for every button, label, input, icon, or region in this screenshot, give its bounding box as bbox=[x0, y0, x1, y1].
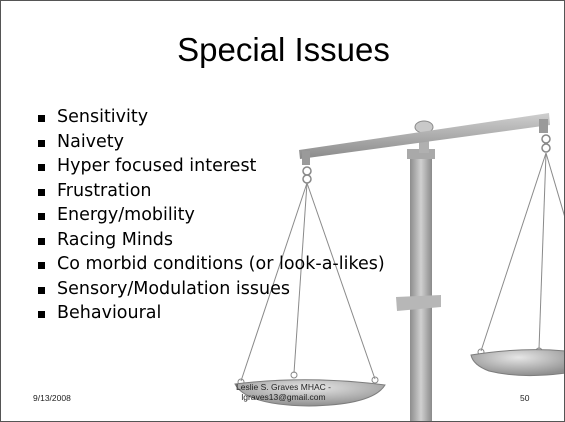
bullet-text: Sensory/Modulation issues bbox=[57, 278, 290, 299]
bullet-list: Sensitivity Naivety Hyper focused intere… bbox=[37, 105, 385, 326]
bullet-text: Naivety bbox=[57, 131, 125, 152]
bullet-text: Racing Minds bbox=[57, 229, 174, 250]
square-bullet-icon bbox=[38, 188, 45, 196]
footer-author-name: Leslie S. Graves MHAC - bbox=[236, 382, 331, 392]
bullet-text: Frustration bbox=[57, 180, 152, 201]
square-bullet-icon bbox=[38, 139, 45, 147]
bullet-item: Energy/mobility bbox=[37, 203, 385, 228]
bullet-item: Sensitivity bbox=[37, 105, 385, 130]
bullet-item: Frustration bbox=[37, 179, 385, 204]
square-bullet-icon bbox=[38, 311, 45, 318]
square-bullet-icon bbox=[38, 237, 45, 245]
square-bullet-icon bbox=[38, 115, 45, 122]
slide-title: Special Issues bbox=[177, 31, 390, 68]
bullet-text: Hyper focused interest bbox=[57, 156, 257, 176]
square-bullet-icon bbox=[38, 262, 45, 269]
footer-author-email: lgraves13@gmail.com bbox=[241, 392, 326, 402]
bullet-text: Co morbid conditions (or look-a-likes) bbox=[57, 254, 385, 274]
bullet-item: Behavioural bbox=[37, 301, 385, 326]
square-bullet-icon bbox=[38, 164, 45, 171]
bullet-item: Naivety bbox=[37, 130, 385, 155]
bullet-text: Energy/mobility bbox=[57, 205, 195, 225]
square-bullet-icon bbox=[38, 213, 45, 220]
bullet-text: Sensitivity bbox=[57, 107, 149, 127]
footer-page-number: 50 bbox=[520, 393, 530, 403]
bullet-item: Hyper focused interest bbox=[37, 154, 385, 179]
footer-date: 9/13/2008 bbox=[33, 393, 71, 403]
bullet-item: Sensory/Modulation issues bbox=[37, 277, 385, 302]
bullet-text: Behavioural bbox=[57, 303, 162, 323]
footer-author: Leslie S. Graves MHAC - lgraves13@gmail.… bbox=[206, 382, 361, 402]
bullet-item: Racing Minds bbox=[37, 228, 385, 253]
bullet-item: Co morbid conditions (or look-a-likes) bbox=[37, 252, 385, 277]
square-bullet-icon bbox=[38, 286, 45, 294]
